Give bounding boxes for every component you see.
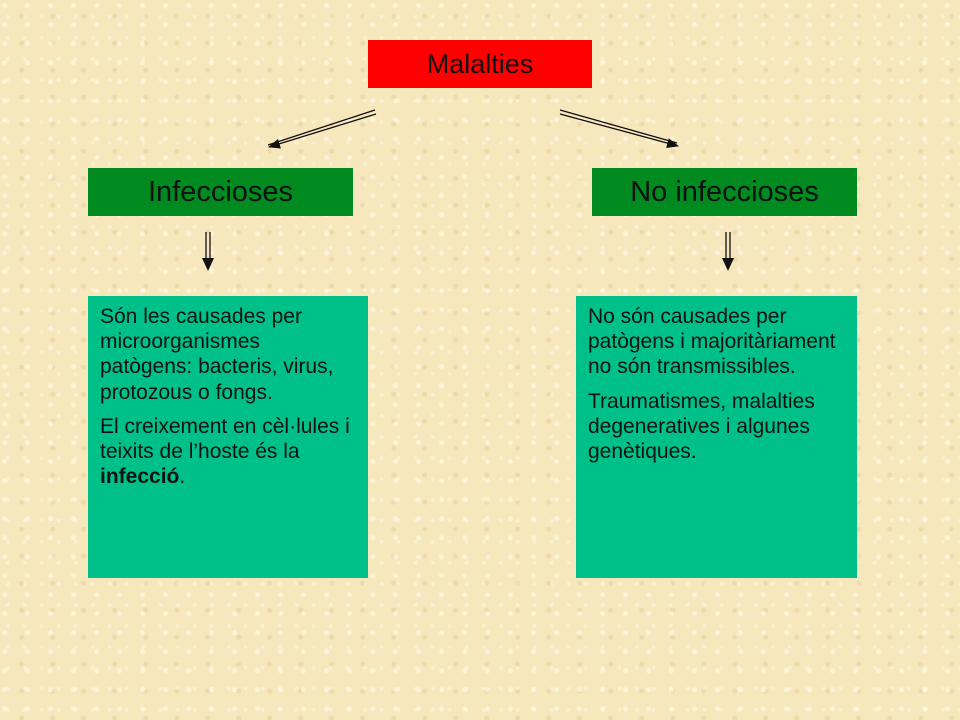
arrow-infeccioses-to-description bbox=[202, 232, 214, 271]
category-no-infeccioses-label: No infeccioses bbox=[630, 175, 819, 208]
root-node: Malalties bbox=[368, 40, 592, 88]
category-no-infeccioses: No infeccioses bbox=[592, 168, 857, 216]
description-no-infeccioses: No són causades per patògens i majoritàr… bbox=[576, 296, 857, 578]
description-infeccioses-text: El creixement en cèl·lules i teixits de … bbox=[100, 414, 350, 463]
category-infeccioses: Infeccioses bbox=[88, 168, 353, 216]
arrow-root-to-no-infeccioses bbox=[559, 109, 679, 148]
category-infeccioses-label: Infeccioses bbox=[147, 175, 294, 208]
description-infeccioses-paragraph-1: Són les causades per microorganismes pat… bbox=[100, 305, 334, 404]
description-infeccioses-paragraph-2: El creixement en cèl·lules i teixits de … bbox=[100, 414, 356, 490]
arrow-root-to-infeccioses bbox=[267, 109, 377, 149]
description-no-infeccioses-paragraph-2: Traumatismes, malalties degeneratives i … bbox=[588, 389, 815, 463]
description-no-infeccioses-paragraph-1: No són causades per patògens i majoritàr… bbox=[588, 305, 836, 379]
arrow-no-infeccioses-to-description bbox=[722, 232, 734, 271]
description-infeccioses: Són les causades per microorganismes pat… bbox=[88, 296, 368, 578]
root-node-label: Malalties bbox=[426, 48, 534, 79]
highlight-infeccio: infecció bbox=[100, 465, 180, 489]
description-infeccioses-period: . bbox=[179, 465, 186, 489]
